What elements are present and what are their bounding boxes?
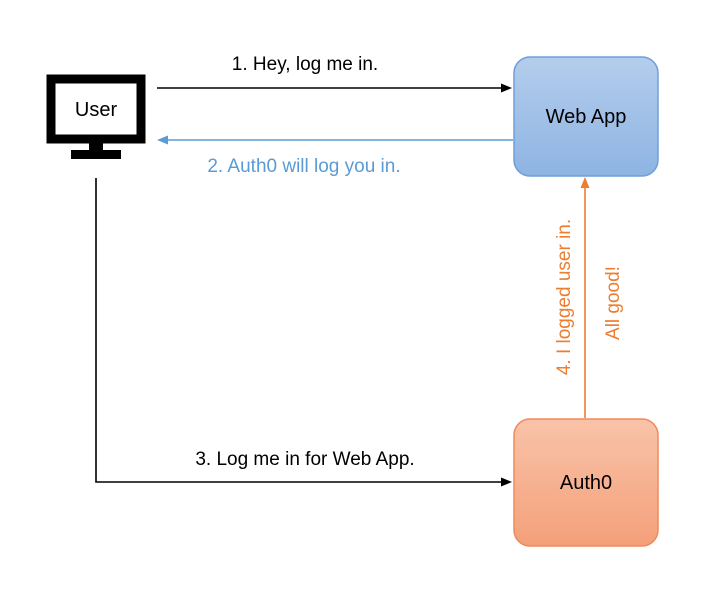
edge-step3: 3. Log me in for Web App. bbox=[95, 178, 512, 487]
step3-label: 3. Log me in for Web App. bbox=[195, 449, 414, 470]
web-app-node: Web App bbox=[513, 56, 659, 177]
edge-step1: 1. Hey, log me in. bbox=[157, 54, 512, 93]
user-node: User bbox=[46, 74, 146, 159]
step1-arrowhead bbox=[501, 83, 512, 93]
step4-arrowhead bbox=[580, 177, 590, 188]
step3-arrowhead bbox=[501, 477, 512, 487]
web-app-label: Web App bbox=[546, 106, 627, 128]
step1-label: 1. Hey, log me in. bbox=[232, 54, 378, 75]
edge-step2: 2. Auth0 will log you in. bbox=[157, 135, 513, 177]
auth0-box bbox=[513, 418, 659, 547]
step4-label: 4. I logged user in. bbox=[554, 219, 575, 375]
user-label: User bbox=[75, 99, 118, 121]
auth0-label: Auth0 bbox=[560, 472, 612, 494]
monitor-icon bbox=[46, 74, 146, 159]
step3-arrow-line bbox=[95, 178, 502, 483]
step2-label: 2. Auth0 will log you in. bbox=[207, 156, 400, 177]
web-app-box bbox=[513, 56, 659, 177]
auth0-node: Auth0 bbox=[513, 418, 659, 547]
edge-step4: 4. I logged user in. All good! bbox=[554, 177, 624, 418]
step4-note-label: All good! bbox=[603, 266, 624, 340]
step2-arrowhead bbox=[157, 135, 168, 145]
